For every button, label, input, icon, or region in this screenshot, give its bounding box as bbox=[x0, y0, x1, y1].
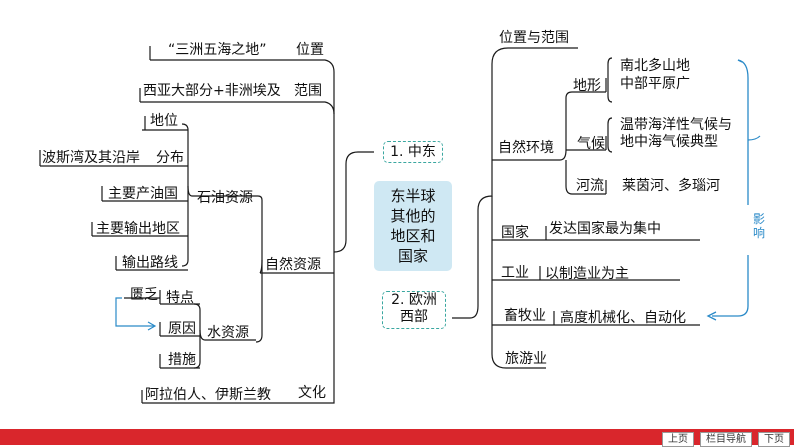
center-topic: 东半球 其他的 地区和 国家 bbox=[374, 181, 452, 271]
we-location: 位置与范围 bbox=[499, 30, 569, 46]
western-europe-label-2: 西部 bbox=[400, 309, 428, 325]
natural-env-label: 自然环境 bbox=[498, 140, 554, 156]
oil-producers: 主要产油国 bbox=[108, 186, 178, 202]
livestock-label: 畜牧业 bbox=[504, 308, 546, 324]
river-value: 莱茵河、多瑙河 bbox=[622, 178, 720, 194]
water-feature-label: 特点 bbox=[166, 290, 194, 306]
terrain-line-1: 南北多山地 bbox=[620, 58, 690, 74]
middle-east-label: 1. 中东 bbox=[390, 144, 436, 160]
country-value: 发达国家最为集中 bbox=[549, 221, 661, 237]
livestock-value: 高度机械化、自动化 bbox=[560, 310, 686, 326]
water-resources-label: 水资源 bbox=[207, 325, 249, 341]
center-line-2: 其他的 bbox=[390, 207, 436, 225]
water-cause: 原因 bbox=[168, 321, 196, 337]
climate-label: 气候 bbox=[577, 136, 605, 152]
center-line-4: 国家 bbox=[397, 247, 428, 265]
center-line-1: 东半球 bbox=[390, 187, 436, 205]
western-europe-label-1: 2. 欧洲 bbox=[391, 292, 437, 308]
water-feature-value: 匮乏 bbox=[130, 287, 158, 303]
culture-text: 阿拉伯人、伊斯兰教 bbox=[145, 387, 271, 403]
oil-distribution-area: 波斯湾及其沿岸 bbox=[42, 150, 140, 166]
footer-bar bbox=[0, 429, 794, 445]
country-label: 国家 bbox=[501, 225, 529, 241]
terrain-line-2: 中部平原广 bbox=[620, 76, 690, 92]
influence-label: 影 响 bbox=[752, 212, 766, 240]
oil-position: 地位 bbox=[150, 113, 178, 129]
climate-line-1: 温带海洋性气候与 bbox=[620, 117, 732, 133]
location-label: 位置 bbox=[296, 42, 324, 58]
river-label: 河流 bbox=[576, 178, 604, 194]
influence-char-1: 影 bbox=[752, 212, 765, 226]
natural-resources-label: 自然资源 bbox=[265, 257, 321, 273]
culture-label: 文化 bbox=[298, 385, 326, 401]
location-quote: “三洲五海之地” bbox=[168, 42, 267, 58]
tourism-label: 旅游业 bbox=[505, 351, 547, 367]
oil-export-regions: 主要输出地区 bbox=[96, 221, 180, 237]
middle-east-node: 1. 中东 bbox=[383, 141, 443, 163]
industry-value: 以制造业为主 bbox=[545, 266, 629, 282]
western-europe-node: 2. 欧洲 西部 bbox=[382, 291, 446, 329]
climate-line-2: 地中海气候典型 bbox=[620, 134, 718, 150]
range-text: 西亚大部分+非洲埃及 bbox=[143, 83, 281, 99]
influence-char-2: 响 bbox=[752, 226, 765, 240]
terrain-label: 地形 bbox=[573, 78, 601, 94]
oil-export-routes: 输出路线 bbox=[122, 255, 178, 271]
oil-resources-label: 石油资源 bbox=[197, 190, 253, 206]
center-line-3: 地区和 bbox=[390, 227, 436, 245]
range-label: 范围 bbox=[294, 83, 322, 99]
oil-distribution-label: 分布 bbox=[156, 150, 184, 166]
water-measure: 措施 bbox=[168, 352, 196, 368]
industry-label: 工业 bbox=[501, 265, 529, 281]
